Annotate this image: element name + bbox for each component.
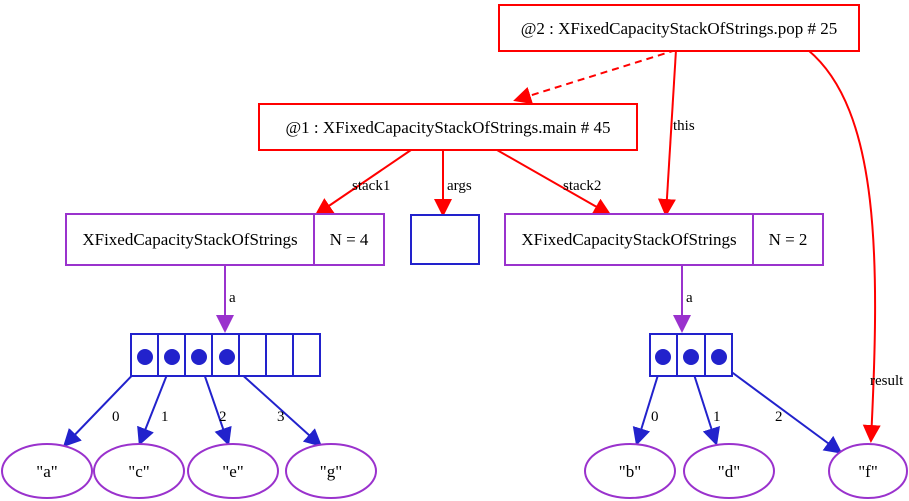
string-node-b-label: "b" [619,462,641,481]
array-left-cell-0-dot [137,349,153,365]
index-label-left-3: 3 [277,409,285,425]
string-node-e[interactable]: "e" [187,443,279,499]
object-stack1-field-n: N = 4 [330,230,369,249]
args-array[interactable] [410,214,480,265]
array-right-cell-2-dot [711,349,727,365]
array-left-cell-2-dot [191,349,207,365]
string-node-e-label: "e" [222,462,243,481]
array-right-cell-0-dot [655,349,671,365]
index-label-right-1: 1 [713,409,721,425]
edge-stack1 [314,149,412,216]
index-label-left-2: 2 [219,409,227,425]
edge-label-left-array-a: a [229,290,236,306]
array-left-cell-3-dot [219,349,235,365]
edge-label-stack1: stack1 [352,178,390,194]
frame-main[interactable]: @1 : XFixedCapacityStackOfStrings.main #… [258,103,638,151]
frame-pop[interactable]: @2 : XFixedCapacityStackOfStrings.pop # … [498,4,860,52]
string-node-c-label: "c" [128,462,149,481]
edge-label-result: result [870,373,904,389]
string-node-f-label: "f" [858,462,878,481]
frame-main-label: @1 : XFixedCapacityStackOfStrings.main #… [286,118,611,137]
index-label-left-0: 0 [112,409,120,425]
string-node-g[interactable]: "g" [285,443,377,499]
array-right-cell-1-dot [683,349,699,365]
object-stack2-field-n: N = 2 [769,230,808,249]
array-left-cell-1-dot [164,349,180,365]
string-node-b[interactable]: "b" [584,443,676,499]
object-stack1[interactable]: XFixedCapacityStackOfStrings N = 4 [65,213,385,266]
edge-result [807,49,881,443]
edge-this [657,49,677,217]
edge-label-stack2: stack2 [563,178,601,194]
edge-label-this: this [673,118,695,134]
frame-pop-label: @2 : XFixedCapacityStackOfStrings.pop # … [521,19,837,38]
object-stack1-classname: XFixedCapacityStackOfStrings [82,230,297,249]
edge-label-right-array-a: a [686,290,693,306]
array-left[interactable] [130,333,321,377]
string-node-f[interactable]: "f" [828,443,908,499]
string-node-d[interactable]: "d" [683,443,775,499]
edge-right-2 [717,361,843,454]
object-stack2-classname: XFixedCapacityStackOfStrings [521,230,736,249]
object-stack2[interactable]: XFixedCapacityStackOfStrings N = 2 [504,213,824,266]
string-node-g-label: "g" [320,462,342,481]
string-node-a[interactable]: "a" [1,443,93,499]
index-label-right-0: 0 [651,409,659,425]
string-node-d-label: "d" [718,462,740,481]
string-node-a-label: "a" [36,462,57,481]
index-label-left-1: 1 [161,409,169,425]
edge-pop-to-main [513,49,677,105]
edge-stack2 [496,149,612,216]
array-right[interactable] [649,333,733,377]
index-label-right-2: 2 [775,409,783,425]
edge-label-args: args [447,178,472,194]
string-node-c[interactable]: "c" [93,443,185,499]
